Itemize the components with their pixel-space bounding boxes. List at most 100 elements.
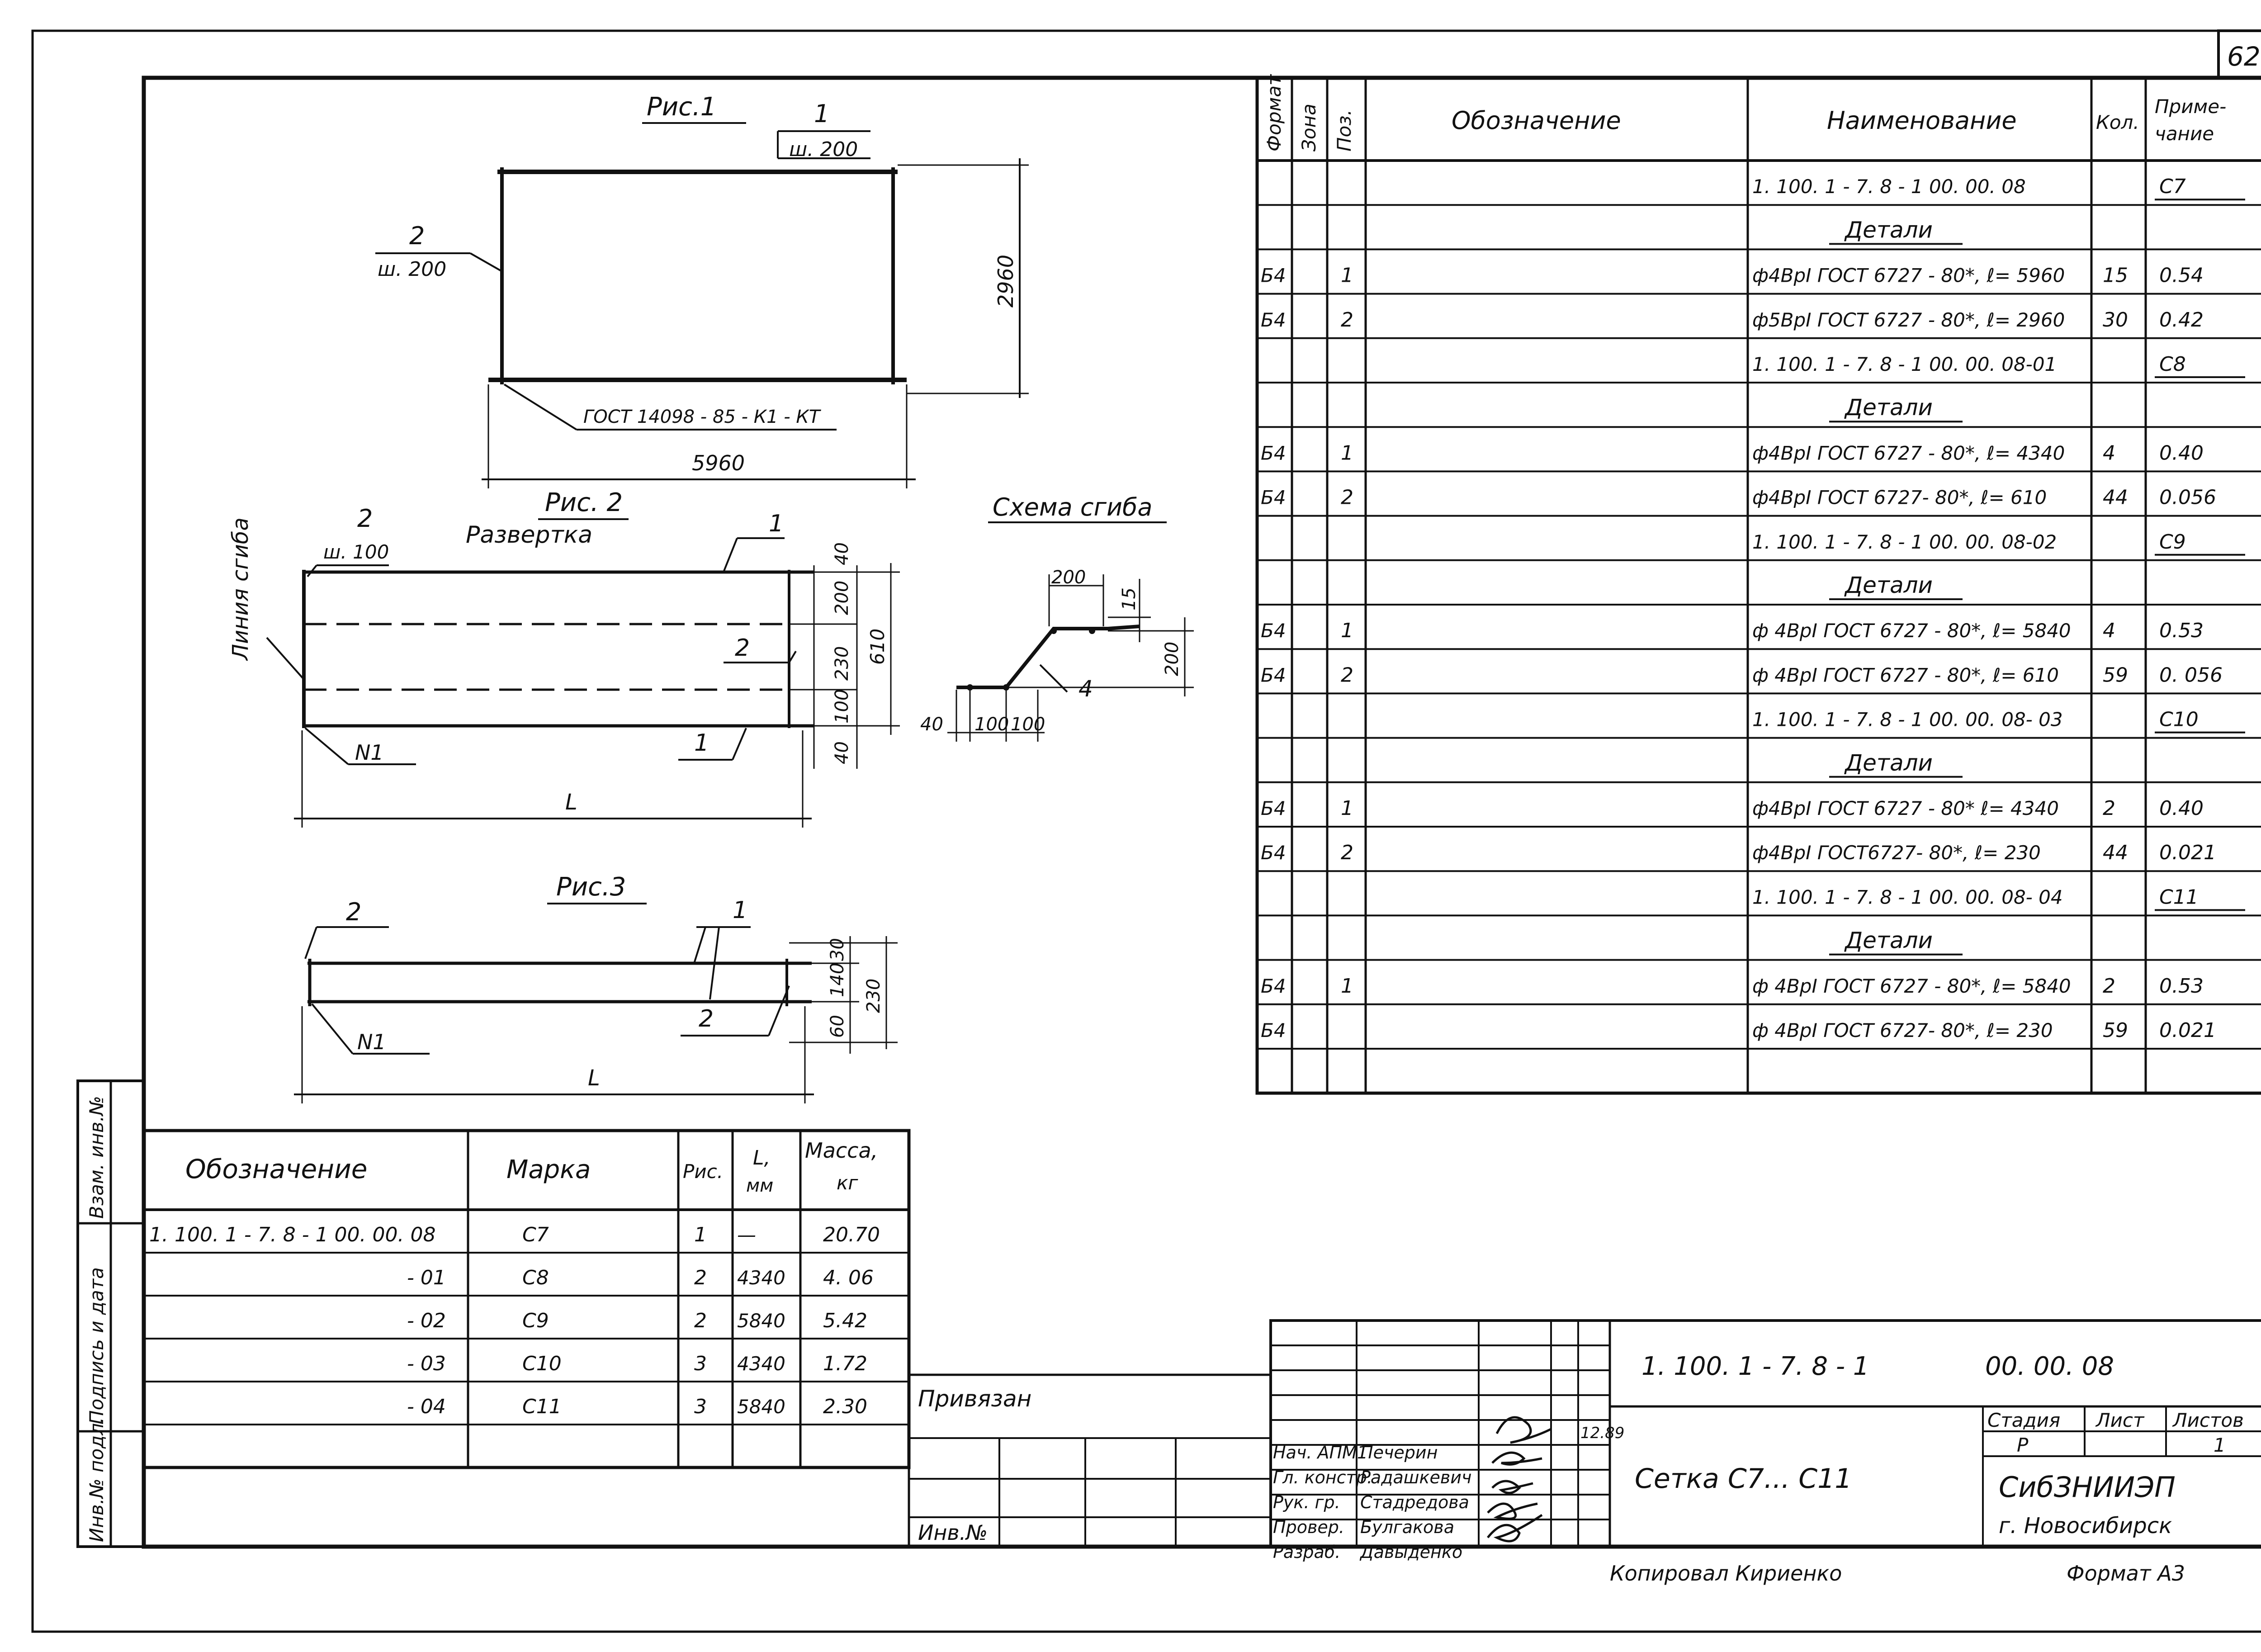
spec-qty: 44 bbox=[2103, 841, 2128, 864]
spec-format: Б4 bbox=[1261, 265, 1286, 287]
spec-note: 0.54 bbox=[2159, 264, 2204, 287]
spec-qty: 2 bbox=[2103, 797, 2115, 820]
signature-1 bbox=[1495, 1416, 1552, 1444]
role-person: Радашкевич bbox=[1360, 1467, 1471, 1487]
signature-4 bbox=[1487, 1502, 1538, 1520]
marks-code: - 01 bbox=[407, 1266, 446, 1289]
spec-section-header: Детали bbox=[1844, 394, 1933, 421]
mhdr-code: Обозначение bbox=[185, 1154, 367, 1184]
fig2-pos1-top: 1 bbox=[769, 510, 784, 537]
spec-qty: 59 bbox=[2103, 663, 2128, 686]
marks-mark: С7 bbox=[522, 1223, 549, 1246]
spec-name: ф5ВрI ГОСТ 6727 - 80*, ℓ= 2960 bbox=[1752, 309, 2065, 331]
spec-note: 0.056 bbox=[2159, 486, 2216, 509]
fig3-pos1: 1 bbox=[733, 897, 747, 924]
role-title: Нач. АПМ1 bbox=[1273, 1443, 1368, 1463]
fig3-dim-1: 140 bbox=[827, 963, 848, 997]
marks-length: 4340 bbox=[737, 1267, 785, 1289]
mhdr-mark: Марка bbox=[506, 1155, 591, 1184]
role-person: Давыденко bbox=[1359, 1542, 1462, 1562]
spec-note: 0.40 bbox=[2159, 797, 2204, 820]
fig2-dim-length: L bbox=[565, 790, 577, 815]
spec-row: Детали bbox=[1829, 394, 1963, 423]
spec-name: 1. 100. 1 - 7. 8 - 1 00. 00. 08- 04 bbox=[1752, 886, 2063, 908]
hdr-qty: Кол. bbox=[2096, 111, 2139, 133]
fig2-dim-3: 100 bbox=[832, 689, 852, 724]
mhdr-mass: Масса, bbox=[805, 1138, 878, 1163]
spec-qty: 59 bbox=[2103, 1019, 2128, 1042]
marks-mass: 1.72 bbox=[823, 1352, 867, 1375]
spec-pos: 1 bbox=[1341, 441, 1353, 464]
spec-format: Б4 bbox=[1261, 975, 1286, 997]
spec-section-header: Детали bbox=[1844, 928, 1933, 954]
hdr-designation: Обозначение bbox=[1452, 106, 1621, 135]
spec-name: ф4ВрI ГОСТ 6727 - 80*, ℓ= 4340 bbox=[1752, 442, 2065, 464]
spec-name: ф4ВрI ГОСТ 6727- 80*, ℓ= 610 bbox=[1752, 487, 2047, 509]
hdr-name: Наименование bbox=[1827, 106, 2017, 135]
fig3-dim-total: 230 bbox=[863, 979, 884, 1013]
fig2-bend-line-label: Линия сгиба bbox=[228, 517, 253, 661]
spec-name: ф4ВрI ГОСТ6727- 80*, ℓ= 230 bbox=[1752, 842, 2041, 864]
marks-length: — bbox=[737, 1224, 756, 1246]
marks-mark: С11 bbox=[522, 1395, 562, 1418]
spec-pos: 1 bbox=[1341, 975, 1353, 998]
side-stamp-replace: Взам. инв.№ bbox=[85, 1096, 108, 1219]
spec-format: Б4 bbox=[1261, 1019, 1286, 1041]
spec-format: Б4 bbox=[1261, 309, 1286, 331]
fig1-pos1: 1 bbox=[814, 99, 829, 128]
title-name: Сетка С7... С11 bbox=[1635, 1463, 1852, 1495]
role-person: Печерин bbox=[1360, 1443, 1438, 1463]
bend-dim-0: 200 bbox=[1051, 567, 1086, 588]
spec-qty: 15 bbox=[2103, 264, 2128, 287]
figure-3: Рис.3 2 1 2 30 140 60 230 N1 bbox=[294, 872, 898, 1103]
role-person: Булгакова bbox=[1360, 1517, 1454, 1537]
spec-format: Б4 bbox=[1261, 442, 1286, 464]
spec-pos: 2 bbox=[1341, 663, 1353, 686]
marks-fig: 2 bbox=[694, 1266, 707, 1289]
role-person: Стадредова bbox=[1360, 1492, 1469, 1512]
spec-qty: 4 bbox=[2103, 619, 2115, 642]
fig3-pos2: 2 bbox=[346, 898, 361, 926]
role-title: Гл. констр. bbox=[1273, 1467, 1372, 1487]
fig2-title: Рис. 2 bbox=[545, 488, 623, 517]
spec-pos: 2 bbox=[1341, 486, 1353, 509]
spec-name: 1. 100. 1 - 7. 8 - 1 00. 00. 08-02 bbox=[1752, 531, 2057, 553]
sign-date: 12.89 bbox=[1580, 1424, 1624, 1442]
spec-name: 1. 100. 1 - 7. 8 - 1 00. 00. 08-01 bbox=[1752, 353, 2057, 375]
spec-name: 1. 100. 1 - 7. 8 - 1 00. 00. 08- 03 bbox=[1752, 709, 2063, 731]
fig2-dim-total: 610 bbox=[866, 629, 889, 665]
bend-dim-3: 40 bbox=[920, 714, 943, 735]
marks-length: 4340 bbox=[737, 1353, 785, 1375]
spec-pos: 2 bbox=[1341, 841, 1353, 864]
fig3-title: Рис.3 bbox=[556, 872, 626, 902]
hdr-zone: Зона bbox=[1298, 104, 1320, 151]
spec-format: Б4 bbox=[1261, 797, 1286, 819]
spec-note: С8 bbox=[2159, 353, 2186, 376]
marks-code: - 04 bbox=[407, 1395, 446, 1418]
marks-mark: С8 bbox=[522, 1266, 549, 1289]
spec-pos: 1 bbox=[1341, 619, 1353, 642]
bend-dim-1: 15 bbox=[1119, 587, 1140, 611]
marks-fig: 3 bbox=[694, 1352, 707, 1375]
spec-note: 0.021 bbox=[2159, 841, 2216, 864]
marks-code: - 03 bbox=[407, 1352, 446, 1375]
bend-scheme: Схема сгиба 200 15 200 40 100 100 4 bbox=[920, 493, 1194, 742]
bend-dim-2: 200 bbox=[1162, 642, 1183, 676]
fig2-pos2-step: ш. 100 bbox=[323, 541, 389, 563]
spec-row: Детали bbox=[1829, 572, 1963, 600]
mhdr-length-unit: мм bbox=[746, 1175, 773, 1196]
